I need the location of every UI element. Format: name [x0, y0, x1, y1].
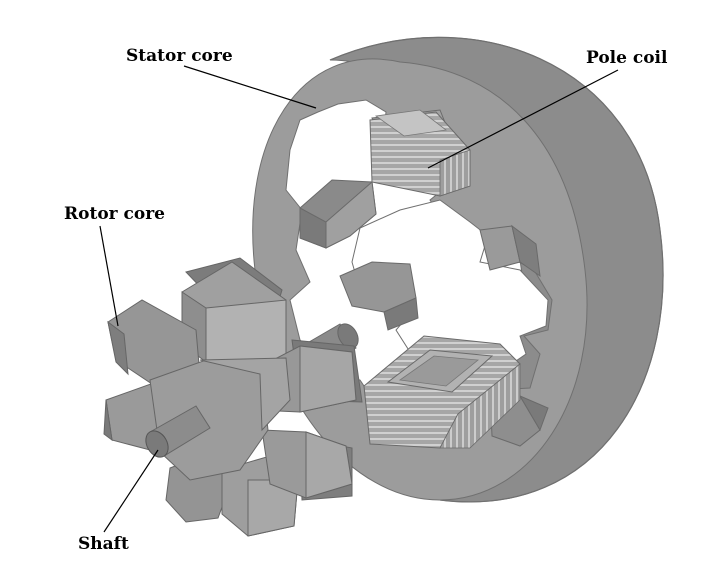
leader-lines	[99, 65, 619, 533]
label-shaft: Shaft	[78, 534, 129, 554]
rotor-core	[103, 257, 363, 537]
pole-coil-lower	[363, 335, 521, 449]
leader-line-shaft	[103, 449, 159, 533]
shaft-front-end	[145, 405, 211, 458]
leader-line-rotor	[99, 225, 119, 327]
leader-line-stator	[183, 65, 317, 109]
stator-back-rim	[329, 36, 664, 503]
leader-line-pole-coil	[427, 69, 619, 169]
pole-coil-upper	[369, 109, 471, 197]
label-rotor-core: Rotor core	[64, 204, 165, 224]
label-stator-core: Stator core	[126, 46, 233, 66]
label-pole-coil: Pole coil	[586, 48, 668, 68]
